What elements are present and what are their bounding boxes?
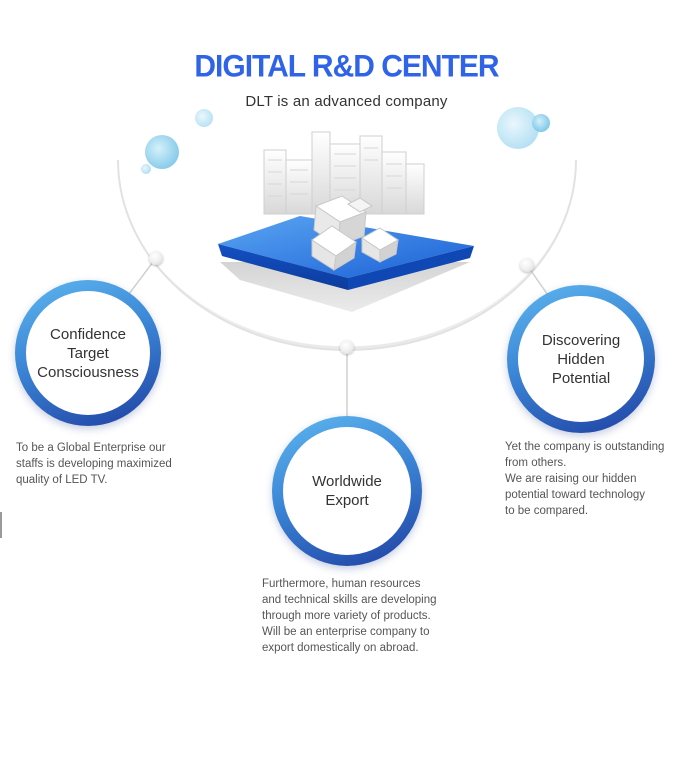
feature-ring-inner: Confidence Target Consciousness	[26, 291, 150, 415]
feature-description-worldwide-export: Furthermore, human resources and technic…	[262, 578, 437, 654]
feature-label-confidence: Confidence Target Consciousness	[37, 325, 139, 381]
connector-node-center	[340, 340, 354, 354]
page-subtitle: DLT is an advanced company	[245, 93, 448, 110]
feature-ring-worldwide-export: Worldwide Export	[272, 416, 422, 566]
edge-divider	[0, 512, 2, 538]
feature-ring-inner: Discovering Hidden Potential	[518, 296, 644, 422]
feature-label-worldwide-export: Worldwide Export	[312, 473, 382, 509]
feature-description-confidence: To be a Global Enterprise our staffs is …	[16, 442, 172, 486]
connector-node-right	[520, 258, 534, 272]
feature-ring-inner: Worldwide Export	[283, 427, 411, 555]
feature-ring-hidden-potential: Discovering Hidden Potential	[507, 285, 655, 433]
page-title: DIGITAL R&D CENTER	[194, 48, 499, 84]
feature-label-hidden-potential: Discovering Hidden Potential	[541, 331, 621, 387]
connector-node-left	[149, 251, 163, 265]
feature-description-hidden-potential: Yet the company is outstanding from othe…	[505, 441, 665, 517]
feature-ring-confidence: Confidence Target Consciousness	[15, 280, 161, 426]
